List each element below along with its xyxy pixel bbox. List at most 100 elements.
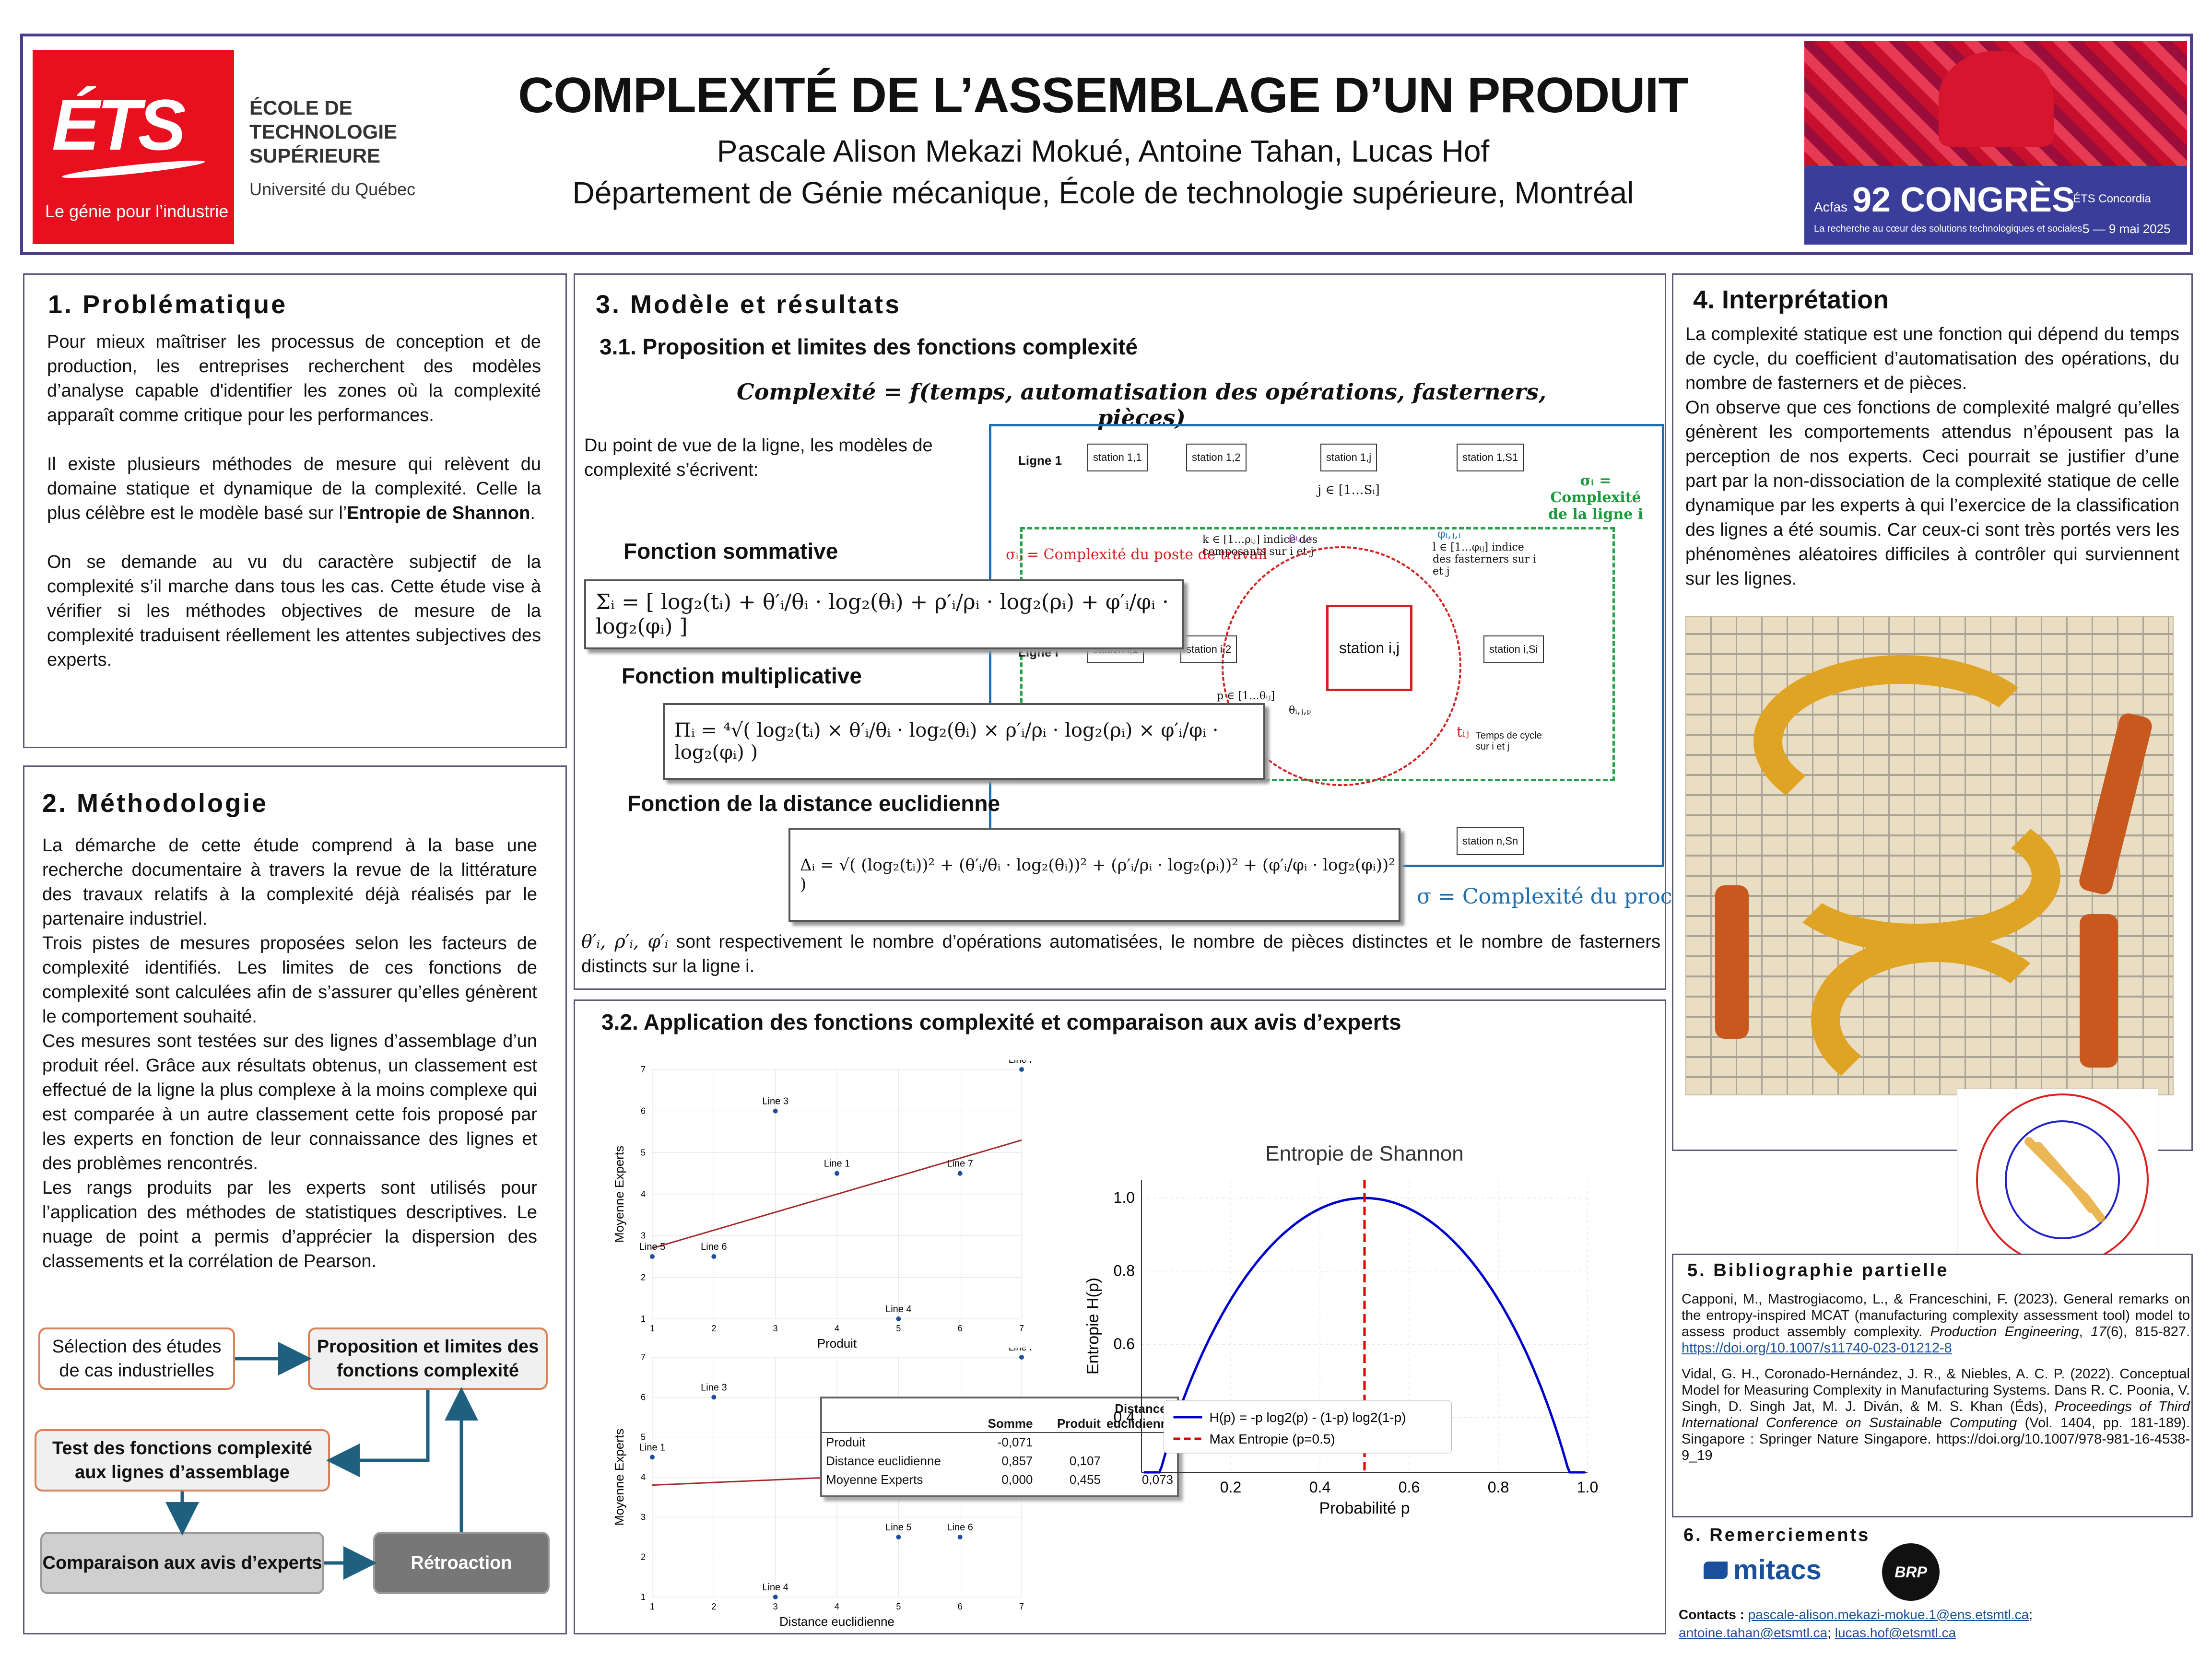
contact-email-3[interactable]: lucas.hof@etsmtl.ca (1835, 1625, 1956, 1640)
table-cell: -0,071 (997, 1435, 1033, 1449)
modele-note: θ′ᵢ, ρ′ᵢ, φ′ᵢ sont respectivement le nom… (581, 929, 1660, 979)
x-tick-label: 0.4 (1309, 1479, 1330, 1496)
diagram-p-range: p ∈ [1…θᵢⱼ] (1217, 690, 1275, 702)
x-tick-label: 7 (1019, 1324, 1024, 1333)
diagram-sigma-i: σᵢ = Complexité de la ligne i (1548, 472, 1644, 523)
ets-slogan: Le génie pour l’industrie (45, 201, 229, 221)
methodologie-p3: Ces mesures sont testées sur des lignes … (42, 1031, 537, 1174)
data-point (896, 1316, 901, 1321)
data-point (773, 1108, 778, 1114)
contacts: Contacts : pascale-alison.mekazi-mokue.1… (1679, 1606, 2197, 1642)
x-axis-label: Probabilité p (1319, 1499, 1410, 1517)
table-cell: 0,455 (1069, 1472, 1101, 1487)
ets-logo-text: ÉTS (52, 84, 186, 165)
methodologie-title: 2. Méthodologie (42, 789, 268, 818)
robot-arm-left (1715, 885, 1749, 1039)
modele-title: 3. Modèle et résultats (596, 290, 902, 319)
diagram-circle (1222, 546, 1461, 786)
y-axis-label: Entropie H(p) (1084, 1278, 1102, 1374)
y-tick-label: 3 (641, 1512, 646, 1522)
point-label: Line 3 (701, 1382, 727, 1393)
point-label: Line 4 (885, 1304, 912, 1315)
y-axis-label: Moyenne Experts (612, 1429, 626, 1526)
methodologie-text: La démarche de cette étude comprend à la… (42, 834, 537, 1274)
diagram-sij: station i,j (1326, 605, 1412, 691)
interpretation-p1: La complexité statique est une fonction … (1685, 324, 2179, 393)
table-cell: Produit (826, 1435, 866, 1449)
assembly-illustration (1685, 616, 2174, 1095)
table-cell: 0,857 (1001, 1454, 1033, 1468)
y-tick-label: 6 (641, 1106, 646, 1116)
problematique-p1: Pour mieux maîtriser les processus de co… (47, 332, 541, 425)
data-point (957, 1535, 963, 1539)
problematique-text: Pour mieux maîtriser les processus de co… (47, 330, 541, 672)
ref1-volume: 17 (2091, 1324, 2106, 1339)
bibliographie-ref1: Capponi, M., Mastrogiacomo, L., & France… (1682, 1291, 2190, 1356)
diagram-s1j: station 1,j (1320, 444, 1377, 471)
point-label: Line 5 (885, 1522, 912, 1533)
problematique-p2-bold: Entropie de Shannon (347, 503, 530, 523)
data-point (896, 1535, 901, 1539)
legend-label: H(p) = -p log2(p) - (1-p) log2(1-p) (1210, 1410, 1406, 1425)
point-label: Line 2 (1009, 1060, 1031, 1065)
y-tick-label: 1 (641, 1314, 646, 1324)
y-tick-label: 4 (641, 1472, 646, 1482)
y-tick-label: 1.0 (1114, 1189, 1135, 1206)
contact-email-2[interactable]: antoine.tahan@etsmtl.ca (1679, 1625, 1828, 1640)
ref1-journal: Production Engineering (1930, 1324, 2079, 1339)
ref1-pages: (6), 815-827. (2106, 1324, 2190, 1339)
y-tick-label: 0.4 (1114, 1409, 1135, 1426)
bibliographie-refs: Capponi, M., Mastrogiacomo, L., & France… (1682, 1291, 2190, 1464)
modele-note-text: sont respectivement le nombre d’opératio… (581, 932, 1660, 976)
point-label: Line 2 (1009, 1348, 1031, 1353)
data-point (1019, 1067, 1024, 1072)
table-header: Produit (1057, 1416, 1101, 1431)
school-name: ÉCOLE DE TECHNOLOGIE SUPÉRIEURE Universi… (249, 96, 415, 201)
ref1-authors: Capponi, M., Mastrogiacomo, L., & France… (1682, 1292, 2190, 1339)
x-tick-label: 4 (835, 1602, 839, 1611)
point-label: Line 7 (947, 1159, 973, 1169)
contact-email-1[interactable]: pascale-alison.mekazi-mokue.1@ens.etsmtl… (1748, 1607, 2029, 1622)
problematique-p2-a: Il existe plusieurs méthodes de mesure q… (47, 454, 541, 523)
congress-acfas: Acfas (1814, 200, 1848, 214)
y-tick-label: 4 (641, 1189, 646, 1199)
y-tick-label: 2 (641, 1552, 646, 1562)
problematique-p3: On se demande au vu du caractère subject… (47, 552, 541, 670)
f-sum-label: Fonction sommative (624, 539, 838, 564)
ref1-sep: , (2079, 1324, 2091, 1339)
ellipse-scatter-inset (1957, 1089, 2158, 1280)
x-tick-label: 0.2 (1220, 1479, 1241, 1496)
methodologie-p4: Les rangs produits par les experts sont … (42, 1178, 537, 1271)
mitacs-text: mitacs (1733, 1554, 1822, 1586)
data-point (650, 1254, 655, 1259)
diagram-s12: station 1,2 (1186, 444, 1247, 471)
y-tick-label: 7 (641, 1065, 646, 1074)
methodologie-p1: La démarche de cette étude comprend à la… (42, 835, 537, 929)
application-title: 3.2. Application des fonctions complexit… (601, 1010, 1401, 1034)
school-university: Université du Québec (249, 179, 416, 199)
y-tick-label: 0.6 (1114, 1335, 1135, 1352)
table-cell: Moyenne Experts (826, 1472, 923, 1487)
data-point (650, 1455, 655, 1460)
y-tick-label: 7 (641, 1352, 646, 1362)
f-dist-eq: Δᵢ = √( (log₂(tᵢ))² + (θ′ᵢ/θᵢ · log₂(θᵢ)… (788, 828, 1400, 922)
x-tick-label: 3 (773, 1602, 778, 1611)
bibliographie-ref2: Vidal, G. H., Coronado-Hernández, J. R.,… (1682, 1366, 2190, 1464)
table-row: Produit -0,071 (822, 1433, 1177, 1452)
contacts-sep2: ; (1827, 1625, 1835, 1640)
diagram-k-range: k ∈ [1…ρᵢⱼ] indice des composants sur i … (1202, 534, 1318, 558)
congress-dates: 5 — 9 mai 2025 (2083, 222, 2171, 236)
data-point (711, 1254, 717, 1259)
x-tick-label: 6 (958, 1602, 963, 1611)
x-axis-label: Distance euclidienne (779, 1614, 894, 1629)
ets-logo: ÉTS Le génie pour l’industrie (33, 50, 234, 244)
congress-number: 92 (1852, 181, 1891, 219)
interpretation-text: La complexité statique est une fonction … (1685, 322, 2179, 591)
brp-logo: BRP (1882, 1543, 1940, 1601)
modele-symbols: θ′ᵢ, ρ′ᵢ, φ′ᵢ (581, 931, 669, 952)
ref1-doi-link[interactable]: https://doi.org/10.1007/s11740-023-01212… (1682, 1340, 1952, 1356)
point-label: Line 6 (947, 1522, 973, 1533)
x-tick-label: 0.6 (1399, 1479, 1420, 1496)
